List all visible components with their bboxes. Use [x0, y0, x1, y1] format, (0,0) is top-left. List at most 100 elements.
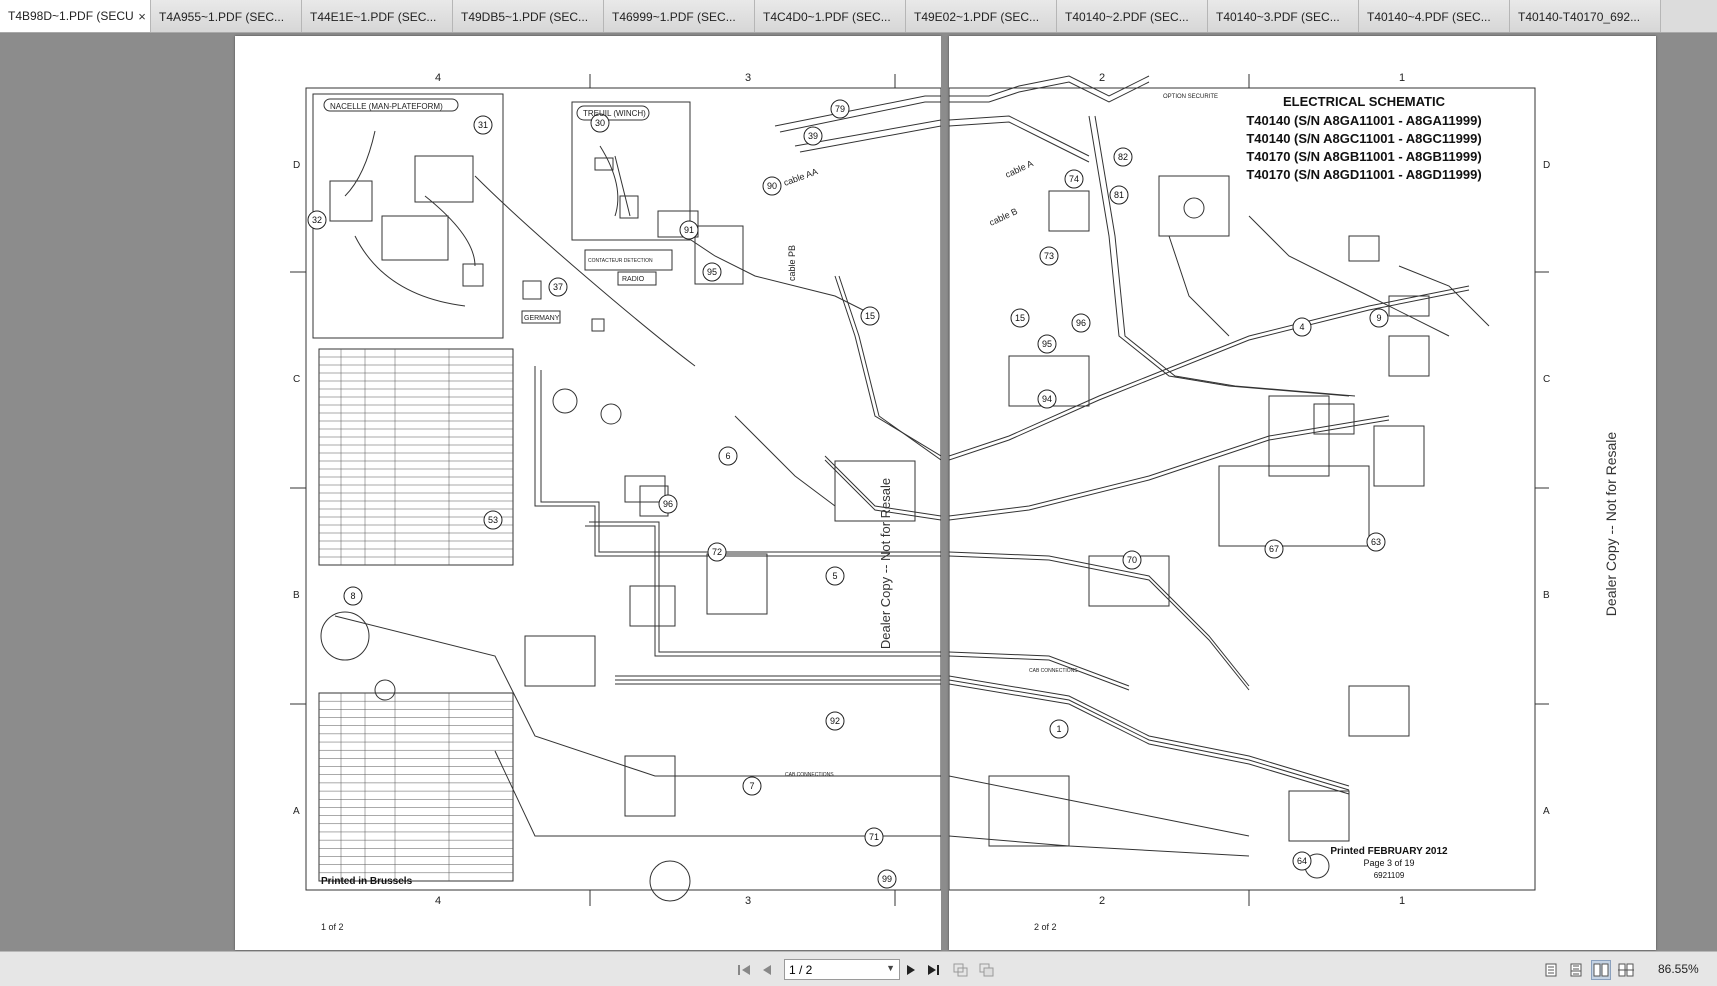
right-callout-1: 81 — [1109, 185, 1129, 205]
two-page-view-icon[interactable] — [1591, 960, 1611, 980]
right-callout-6: 96 — [1071, 313, 1091, 333]
label-cable-pb: cable PB — [787, 245, 797, 281]
callout-label: 94 — [1042, 394, 1052, 404]
tab-label: T49DB5~1.PDF (SEC... — [461, 9, 589, 24]
row-marker-d-right: D — [1543, 160, 1550, 171]
schematic-title: ELECTRICAL SCHEMATIC — [1283, 94, 1446, 109]
model-line-4: T40170 (S/N A8GD11001 - A8GD11999) — [1246, 167, 1481, 182]
row-marker-a-right: A — [1543, 806, 1550, 817]
next-page-icon[interactable] — [902, 961, 920, 979]
prev-page-icon[interactable] — [758, 961, 776, 979]
single-page-view-icon[interactable] — [1541, 960, 1561, 980]
callout-label: 96 — [663, 499, 673, 509]
tab-2[interactable]: T44E1E~1.PDF (SEC... — [302, 0, 453, 32]
copy-icon[interactable] — [952, 961, 970, 979]
watermark-right: Dealer Copy -- Not for Resale — [1603, 431, 1620, 617]
left-callout-4: 90 — [762, 176, 782, 196]
bottom-toolbar: 1 / 2 ▼ 86.55% — [0, 951, 1717, 986]
callout-label: 4 — [1299, 322, 1304, 332]
tab-6[interactable]: T49E02~1.PDF (SEC... — [906, 0, 1057, 32]
right-callout-7: 94 — [1037, 389, 1057, 409]
printed-in-brussels: Printed in Brussels — [321, 876, 413, 887]
tab-8[interactable]: T40140~3.PDF (SEC... — [1208, 0, 1359, 32]
callout-label: 71 — [869, 832, 879, 842]
column-marker-3-bottom: 3 — [745, 895, 751, 907]
tab-0[interactable]: T4B98D~1.PDF (SECU...× — [0, 0, 151, 32]
left-callout-13: 72 — [707, 542, 727, 562]
label-cab-connections-left: CAB CONNECTIONS — [785, 772, 834, 778]
tab-4[interactable]: T46999~1.PDF (SEC... — [604, 0, 755, 32]
callout-label: 79 — [835, 104, 845, 114]
column-marker-3: 3 — [745, 72, 751, 84]
right-callout-4: 15 — [1010, 308, 1030, 328]
page-gap — [941, 36, 949, 950]
callout-label: 74 — [1069, 174, 1079, 184]
paste-icon[interactable] — [978, 961, 996, 979]
close-icon[interactable]: × — [138, 8, 146, 24]
tab-label: T40140~3.PDF (SEC... — [1216, 9, 1340, 24]
callout-label: 92 — [830, 716, 840, 726]
left-callout-16: 7 — [742, 776, 762, 796]
label-germany: GERMANY — [524, 315, 560, 322]
chevron-down-icon[interactable]: ▼ — [886, 963, 895, 973]
right-callout-2: 74 — [1064, 169, 1084, 189]
left-callout-15: 92 — [825, 711, 845, 731]
left-callout-6: 95 — [702, 262, 722, 282]
pdf-page-2: ELECTRICAL SCHEMATIC T40140 (S/N A8GA110… — [949, 36, 1656, 950]
last-page-icon[interactable] — [925, 961, 943, 979]
left-callout-9: 15 — [860, 306, 880, 326]
tab-7[interactable]: T40140~2.PDF (SEC... — [1057, 0, 1208, 32]
callout-label: 95 — [1042, 339, 1052, 349]
printed-date: Printed FEBRUARY 2012 — [1330, 846, 1448, 857]
tab-3[interactable]: T49DB5~1.PDF (SEC... — [453, 0, 604, 32]
callout-label: 30 — [595, 118, 605, 128]
left-callout-1: 32 — [307, 210, 327, 230]
label-cable-b: cable B — [988, 206, 1019, 228]
right-callout-3: 73 — [1039, 246, 1059, 266]
tab-label: T49E02~1.PDF (SEC... — [914, 9, 1040, 24]
label-option: OPTION SECURITE — [1163, 94, 1218, 100]
left-callout-2: 30 — [590, 113, 610, 133]
page-number-input[interactable]: 1 / 2 ▼ — [784, 959, 900, 980]
column-marker-4: 4 — [435, 72, 441, 84]
tab-label: T4C4D0~1.PDF (SEC... — [763, 9, 891, 24]
left-callout-5: 91 — [679, 220, 699, 240]
callout-label: 63 — [1371, 537, 1381, 547]
left-callout-10: 96 — [658, 494, 678, 514]
callout-label: 32 — [312, 215, 322, 225]
zoom-level[interactable]: 86.55% — [1658, 962, 1699, 976]
model-line-3: T40170 (S/N A8GB11001 - A8GB11999) — [1246, 149, 1481, 164]
row-marker-c: C — [293, 374, 300, 385]
tab-9[interactable]: T40140~4.PDF (SEC... — [1359, 0, 1510, 32]
right-callout-9: 9 — [1369, 308, 1389, 328]
tab-10[interactable]: T40140-T40170_692... — [1510, 0, 1661, 32]
left-callout-0: 31 — [473, 115, 493, 135]
callout-label: 81 — [1114, 190, 1124, 200]
row-marker-b-right: B — [1543, 590, 1550, 601]
page-number-value: 1 / 2 — [789, 962, 813, 977]
callout-label: 90 — [767, 181, 777, 191]
row-marker-c-right: C — [1543, 374, 1550, 385]
continuous-view-icon[interactable] — [1566, 960, 1586, 980]
tab-label: T4A955~1.PDF (SEC... — [159, 9, 285, 24]
tab-5[interactable]: T4C4D0~1.PDF (SEC... — [755, 0, 906, 32]
callout-label: 53 — [488, 515, 498, 525]
callout-label: 70 — [1127, 555, 1137, 565]
watermark-left: Dealer Copy -- Not for Resale — [878, 477, 894, 650]
column-marker-1-bottom: 1 — [1399, 895, 1405, 907]
model-line-2: T40140 (S/N A8GC11001 - A8GC11999) — [1246, 131, 1481, 146]
page-1-footer: 1 of 2 — [321, 922, 344, 932]
row-marker-d: D — [293, 160, 300, 171]
column-marker-2: 2 — [1099, 72, 1105, 84]
tab-1[interactable]: T4A955~1.PDF (SEC... — [151, 0, 302, 32]
first-page-icon[interactable] — [735, 961, 753, 979]
right-callout-8: 4 — [1292, 317, 1312, 337]
label-cable-aa: cable AA — [782, 166, 819, 188]
right-callout-14: 64 — [1292, 851, 1312, 871]
callout-label: 67 — [1269, 544, 1279, 554]
right-callout-10: 67 — [1264, 539, 1284, 559]
right-callout-13: 1 — [1049, 719, 1069, 739]
two-page-continuous-view-icon[interactable] — [1616, 960, 1636, 980]
